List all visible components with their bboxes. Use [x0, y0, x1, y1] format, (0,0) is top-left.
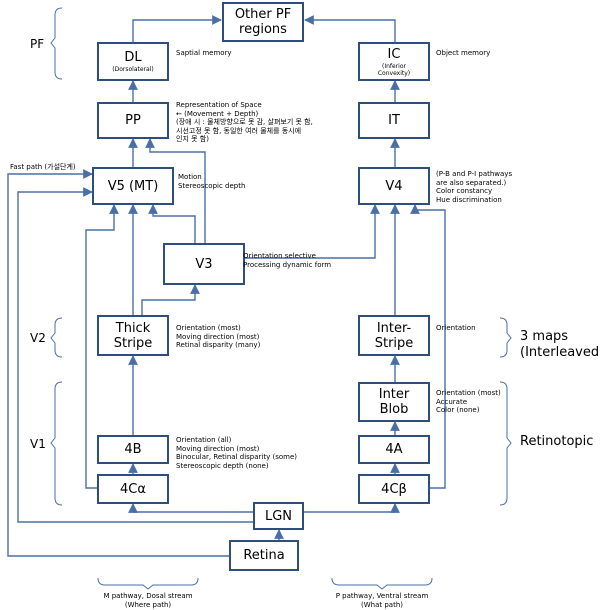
node-inter-blob-label: Inter Blob: [378, 387, 410, 417]
note-thick-stripe: Orientation (most) Moving direction (mos…: [176, 324, 261, 350]
note-4b: Orientation (all) Moving direction (most…: [176, 436, 297, 470]
note-pp: Representation of Space ← (Movement + De…: [176, 101, 313, 144]
node-4b-label: 4B: [124, 442, 142, 457]
node-v3: V3: [163, 243, 245, 285]
node-retina-label: Retina: [243, 548, 285, 563]
node-4a-label: 4A: [385, 442, 403, 457]
side-label-pf: PF: [30, 37, 45, 51]
bracket-v1: [50, 381, 63, 506]
edge-lgn-4cb: [304, 503, 400, 513]
node-4c-alpha: 4Cα: [97, 474, 169, 504]
node-lgn: LGN: [253, 502, 304, 530]
node-v5: V5 (MT): [92, 167, 174, 205]
bracket-three-maps: [499, 317, 512, 358]
node-retina: Retina: [229, 540, 299, 571]
note-dl: Saptial memory: [176, 49, 232, 57]
edge-retina-v5-fastpath: [7, 169, 229, 557]
note-ic: Object memory: [436, 49, 491, 57]
node-inter-blob: Inter Blob: [358, 382, 430, 422]
node-4b: 4B: [97, 435, 169, 464]
node-dl-label: DL: [124, 50, 142, 65]
node-other-pf: Other PF regions: [222, 2, 304, 42]
node-ic-label: IC: [387, 46, 401, 62]
edge-4cb-v4: [410, 204, 446, 489]
bracket-v2: [50, 317, 63, 358]
node-inter-stripe: Inter- Stripe: [358, 315, 430, 356]
bracket-pf: [50, 7, 63, 80]
bracket-retinotopic: [499, 381, 512, 506]
stream-label-p: P pathway, Ventral stream (What path): [335, 592, 429, 609]
node-ic: IC (Inferior Convexity): [358, 42, 430, 81]
node-thick-stripe-label: Thick Stripe: [113, 320, 153, 351]
node-ic-sub: (Inferior Convexity): [377, 62, 411, 77]
node-lgn-label: LGN: [264, 508, 293, 524]
note-v5: Motion Stereoscopic depth: [178, 173, 246, 190]
stream-label-m: M pathway, Dosal stream (Where path): [103, 592, 193, 609]
note-v4: (P-B and P-I pathways are also separated…: [436, 170, 513, 204]
note-inter-stripe: Orientation: [436, 324, 476, 332]
node-pp: PP: [97, 102, 169, 139]
note-fast-path: Fast path (가설단계): [10, 163, 76, 171]
edge-thick-v3: [141, 284, 200, 315]
node-v4-label: V4: [385, 178, 403, 194]
side-label-v2: V2: [30, 331, 46, 345]
node-4c-alpha-label: 4Cα: [120, 481, 146, 497]
node-v5-label: V5 (MT): [107, 178, 159, 194]
node-thick-stripe: Thick Stripe: [97, 315, 169, 356]
node-inter-stripe-label: Inter- Stripe: [374, 320, 414, 351]
node-it: IT: [358, 102, 430, 139]
node-4c-beta-label: 4Cβ: [381, 481, 407, 497]
edge-4ca-v5: [85, 204, 119, 489]
node-4a: 4A: [358, 435, 430, 464]
node-dl-sub: (Dorsolateral): [112, 66, 154, 73]
bracket-m-stream: [97, 577, 199, 590]
edge-v3-v5: [148, 204, 196, 243]
bracket-p-stream: [331, 577, 433, 590]
node-v4: V4: [358, 167, 430, 205]
note-inter-blob: Orientation (most) Accurate Color (none): [436, 389, 501, 415]
node-v3-label: V3: [195, 256, 213, 272]
node-it-label: IT: [388, 113, 400, 128]
node-other-pf-label: Other PF regions: [234, 7, 292, 37]
node-pp-label: PP: [125, 113, 141, 128]
annotation-retinotopic: Retinotopic: [520, 434, 594, 449]
edge-lgn-v5: [17, 187, 253, 523]
annotation-three-maps: 3 maps (Interleaved): [520, 329, 600, 360]
node-dl: DL (Dorsolateral): [97, 42, 169, 81]
edge-dl-otherpf: [132, 15, 222, 42]
edge-lgn-4ca: [128, 503, 253, 513]
note-v3: Orientation selective Processing dynamic…: [243, 252, 332, 269]
edge-v3-v4: [245, 204, 380, 259]
edge-v3-pp: [145, 138, 206, 243]
node-4c-beta: 4Cβ: [358, 474, 430, 504]
side-label-v1: V1: [30, 437, 46, 451]
edge-ic-otherpf: [304, 15, 396, 42]
